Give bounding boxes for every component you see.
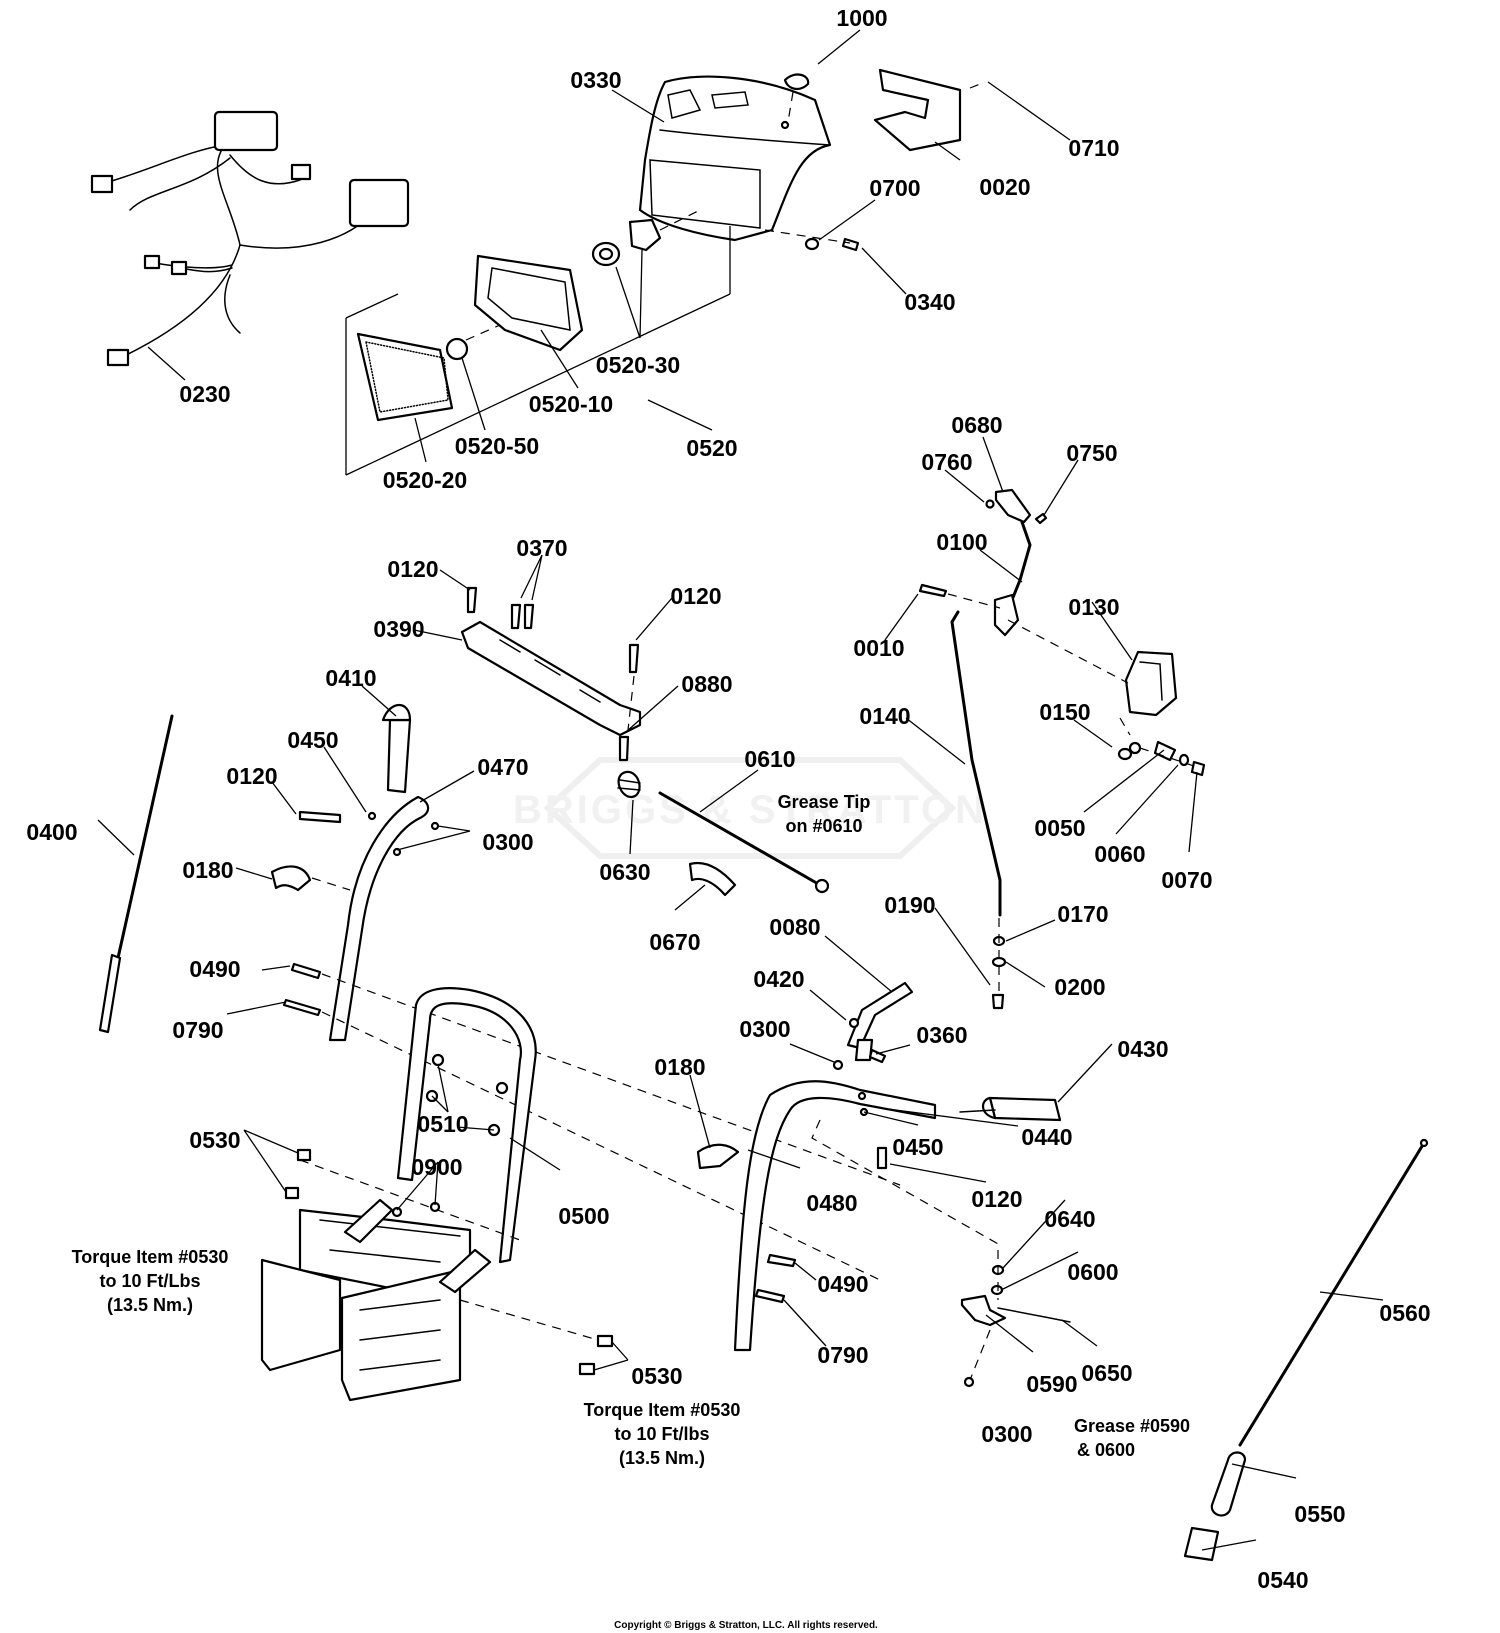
part-label-0150: 0150 xyxy=(1039,699,1090,725)
part-label-0390: 0390 xyxy=(373,616,424,642)
part-label-0520-20: 0520-20 xyxy=(383,467,467,493)
part-label-0200: 0200 xyxy=(1054,974,1105,1000)
part-label-0450: 0450 xyxy=(287,727,338,753)
part-label-0010: 0010 xyxy=(853,635,904,661)
part-label-0500: 0500 xyxy=(558,1203,609,1229)
part-label-0020: 0020 xyxy=(979,174,1030,200)
part-label-0140: 0140 xyxy=(859,703,910,729)
part-label-0630: 0630 xyxy=(599,859,650,885)
part-label-0100: 0100 xyxy=(936,529,987,555)
part-label-0130: 0130 xyxy=(1068,594,1119,620)
headlight-assembly xyxy=(345,209,731,476)
part-label-0120: 0120 xyxy=(971,1186,1022,1212)
part-label-0450: 0450 xyxy=(892,1134,943,1160)
part-label-0490: 0490 xyxy=(189,956,240,982)
part-label-0530: 0530 xyxy=(189,1127,240,1153)
part-label-0680: 0680 xyxy=(951,412,1002,438)
part-label-0790: 0790 xyxy=(172,1017,223,1043)
part-label-0340: 0340 xyxy=(904,289,955,315)
part-label-0520-30: 0520-30 xyxy=(596,352,680,378)
part-label-0480: 0480 xyxy=(806,1190,857,1216)
part-label-0600: 0600 xyxy=(1067,1259,1118,1285)
dash-panel xyxy=(638,75,832,242)
clip-0670 xyxy=(688,861,737,897)
torque-note-bottom-line3: (13.5 Nm.) xyxy=(619,1448,705,1468)
torque-note-bottom-line2: to 10 Ft/lbs xyxy=(614,1424,709,1444)
watermark-logo: BRIGGS & STRATTON xyxy=(513,757,987,859)
part-label-0520: 0520 xyxy=(686,435,737,461)
part-label-0410: 0410 xyxy=(325,665,376,691)
part-label-0370: 0370 xyxy=(516,535,567,561)
part-label-0120: 0120 xyxy=(226,763,277,789)
part-label-1000: 1000 xyxy=(836,5,887,31)
part-label-0180: 0180 xyxy=(654,1054,705,1080)
part-label-0530: 0530 xyxy=(631,1363,682,1389)
part-label-0360: 0360 xyxy=(916,1022,967,1048)
control-cable xyxy=(1183,1138,1429,1562)
part-label-0420: 0420 xyxy=(753,966,804,992)
part-label-0640: 0640 xyxy=(1044,1206,1095,1232)
part-label-0710: 0710 xyxy=(1068,135,1119,161)
part-label-0330: 0330 xyxy=(570,67,621,93)
part-label-0610: 0610 xyxy=(744,746,795,772)
part-label-0190: 0190 xyxy=(884,892,935,918)
part-label-0750: 0750 xyxy=(1066,440,1117,466)
torque-note-bottom-line1: Torque Item #0530 xyxy=(584,1400,741,1420)
copyright-notice: Copyright © Briggs & Stratton, LLC. All … xyxy=(614,1620,878,1631)
part-label-0520-10: 0520-10 xyxy=(529,391,613,417)
part-label-0560: 0560 xyxy=(1379,1300,1430,1326)
grease-note-line1: Grease #0590 xyxy=(1074,1416,1190,1436)
part-label-0440: 0440 xyxy=(1021,1124,1072,1150)
grease-tip-note-line2: on #0610 xyxy=(785,816,862,836)
part-label-0510: 0510 xyxy=(417,1111,468,1137)
part-label-0050: 0050 xyxy=(1034,815,1085,841)
shield-bracket xyxy=(873,68,962,152)
torque-note-left-line1: Torque Item #0530 xyxy=(72,1247,229,1267)
lower-lever xyxy=(960,1250,1071,1388)
part-label-0300: 0300 xyxy=(739,1016,790,1042)
upper-plate xyxy=(460,586,642,799)
part-label-0400: 0400 xyxy=(26,819,77,845)
part-label-0430: 0430 xyxy=(1117,1036,1168,1062)
part-label-0300: 0300 xyxy=(981,1421,1032,1447)
part-label-0880: 0880 xyxy=(681,671,732,697)
watermark-text: BRIGGS & STRATTON xyxy=(513,788,987,832)
grease-note-line2: & 0600 xyxy=(1077,1440,1135,1460)
grease-tip-note-line1: Grease Tip xyxy=(778,792,871,812)
part-label-0230: 0230 xyxy=(179,381,230,407)
part-label-0060: 0060 xyxy=(1094,841,1145,867)
part-label-0900: 0900 xyxy=(411,1154,462,1180)
part-label-0120: 0120 xyxy=(387,556,438,582)
part-label-0590: 0590 xyxy=(1026,1371,1077,1397)
part-label-0120: 0120 xyxy=(670,583,721,609)
part-label-0670: 0670 xyxy=(649,929,700,955)
lever-cluster-upper-right xyxy=(918,488,1206,1010)
part-label-0790: 0790 xyxy=(817,1342,868,1368)
part-label-0520-50: 0520-50 xyxy=(455,433,539,459)
annotation-notes: Grease Tip on #0610 Torque Item #0530 to… xyxy=(72,792,1190,1468)
part-label-0300: 0300 xyxy=(482,829,533,855)
part-label-0550: 0550 xyxy=(1294,1501,1345,1527)
part-label-0470: 0470 xyxy=(477,754,528,780)
part-label-0070: 0070 xyxy=(1161,867,1212,893)
part-label-0490: 0490 xyxy=(817,1271,868,1297)
part-number-labels: 1000 0330 0020 0710 0700 0340 0230 0520-30 0520-… xyxy=(26,5,1430,1593)
part-label-0170: 0170 xyxy=(1057,901,1108,927)
torque-note-left-line2: to 10 Ft/Lbs xyxy=(99,1271,200,1291)
part-label-0700: 0700 xyxy=(869,175,920,201)
key-knob xyxy=(783,73,810,90)
part-label-0180: 0180 xyxy=(182,857,233,883)
part-drawings xyxy=(90,68,1429,1562)
leader-lines xyxy=(97,29,1384,1551)
part-label-0760: 0760 xyxy=(921,449,972,475)
torque-note-left-line3: (13.5 Nm.) xyxy=(107,1295,193,1315)
part-label-0540: 0540 xyxy=(1257,1567,1308,1593)
wiring-harness xyxy=(90,110,410,367)
right-handle xyxy=(696,981,1062,1352)
part-label-0650: 0650 xyxy=(1081,1360,1132,1386)
lower-frame xyxy=(260,987,614,1402)
part-label-0080: 0080 xyxy=(769,914,820,940)
